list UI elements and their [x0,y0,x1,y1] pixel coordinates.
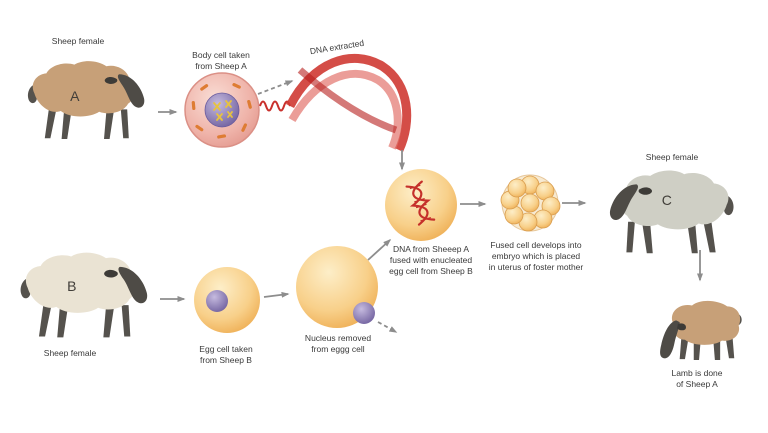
dna-coil [259,100,291,112]
sheep-b-body [20,252,148,338]
sheep-a-body [27,61,145,139]
nucleus-removed-caption: Nucleus removed from eggg cell [304,333,372,355]
arrow-enucleated-to-fused-cell [367,238,392,261]
sheep-a-illustration [27,61,145,139]
lamb-body [660,300,742,360]
fused-cell-dna-helix [405,180,436,226]
body-cell-nucleus [204,92,240,128]
body-cell-caption: Body cell taken from Sheep A [192,50,250,72]
arrow-body-cell-to-dna-dashed [257,80,294,95]
sheep-c-caption: Sheep female [645,152,699,162]
egg-cell-caption: Egg cell taken from Sheep B [199,344,253,366]
dna-ribbon-illustration [259,53,412,152]
lamb-caption: Lamb is done of Sheep A [671,368,723,390]
lamb-illustration [660,300,742,360]
body-cell-illustration [184,72,260,148]
sheep-c-illustration [609,170,734,254]
body-cell-organelles [191,83,252,139]
sheep-c-letter: C [661,192,673,208]
sheep-b-caption: Sheep female [43,348,97,358]
arrow-egg-cell-to-enucleated [263,291,290,298]
embryo-caption: Fused cell develops into embryo which is… [488,240,584,273]
fused-cell-membrane [385,169,457,241]
sheep-a-letter: A [70,88,80,104]
embryo-illustration [500,174,561,232]
chromosomes [213,100,233,121]
sheep-a-caption: Sheep female [51,36,105,46]
removed-nucleus [353,302,375,324]
enucleated-cell-illustration [296,246,378,328]
sheep-b-letter: B [67,278,77,294]
sheep-b-illustration [20,252,148,338]
arrow-nucleus-removal-dashed [377,321,398,333]
egg-cell-nucleus [206,290,228,312]
fused-cell-illustration [385,169,457,241]
sheep-c-body [609,170,734,254]
egg-cell-illustration [194,267,260,333]
fused-cell-caption: DNA from Sheeep A fused with enucleated … [389,244,473,277]
